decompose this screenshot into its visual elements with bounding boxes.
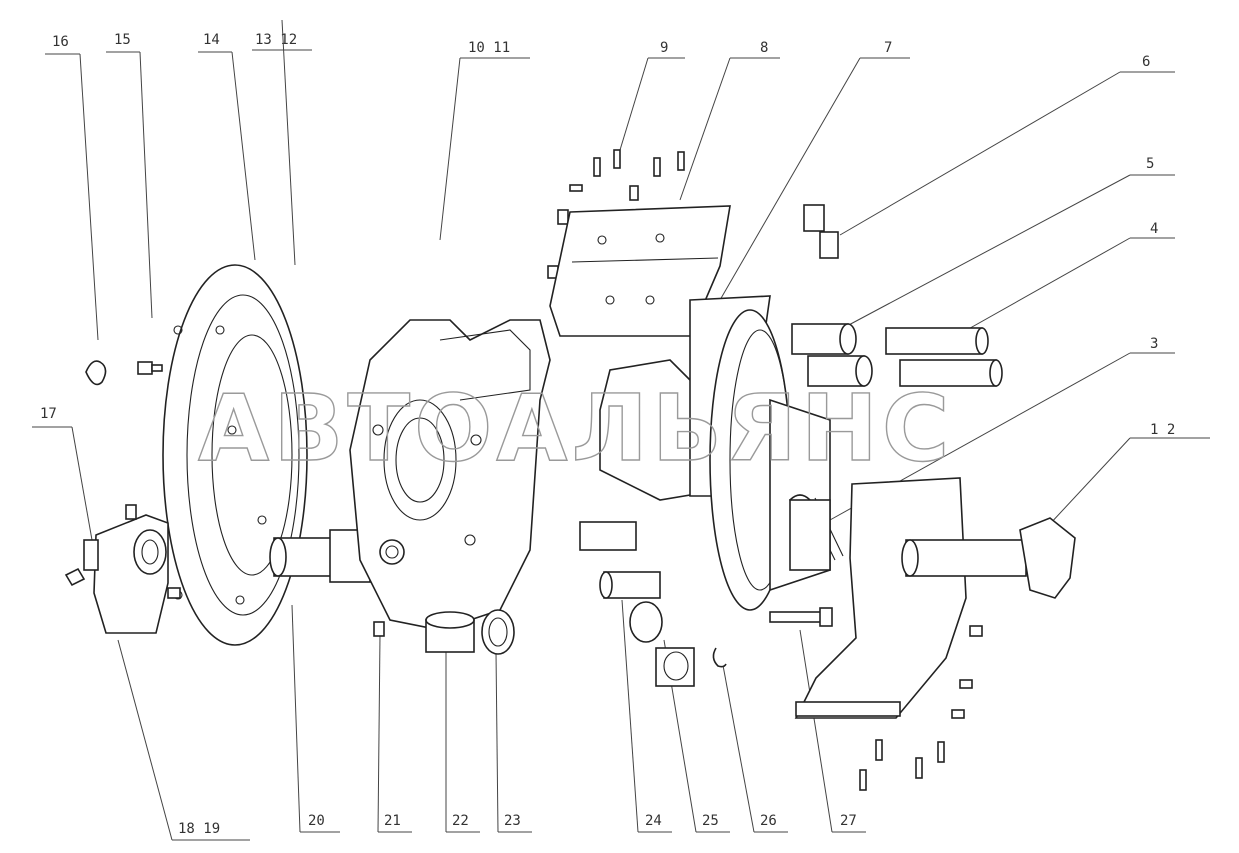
part-6-rollers: [803, 204, 839, 259]
label-8: 8: [760, 40, 768, 56]
part-10-11-brake-spider: [349, 319, 551, 631]
part-27-bolt: [769, 607, 833, 627]
label-17: 17: [40, 406, 57, 422]
label-25: 25: [702, 813, 719, 829]
part-5-anchor-pins: [791, 323, 873, 387]
part-23-seal: [481, 609, 515, 655]
part-22-bushing: [425, 611, 475, 653]
label-7: 7: [884, 40, 892, 56]
part-15-bolt: [137, 361, 163, 375]
label-6: 6: [1142, 54, 1150, 70]
part-17-18-19-slack-adjuster: [64, 504, 181, 634]
label-15: 15: [114, 32, 131, 48]
label-5: 5: [1146, 156, 1154, 172]
part-3-return-spring: [789, 494, 844, 571]
label-16: 16: [52, 34, 69, 50]
label-14: 14: [203, 32, 220, 48]
part-24-pin: [579, 521, 661, 599]
label-3: 3: [1150, 336, 1158, 352]
part-labels: 1 2 3 4 5 6 7 8 9 10 11 13 12 14 15 16 1…: [40, 32, 1175, 837]
label-20: 20: [308, 813, 325, 829]
part-16-clip: [85, 360, 107, 386]
label-21: 21: [384, 813, 401, 829]
label-24: 24: [645, 813, 662, 829]
label-9: 9: [660, 40, 668, 56]
part-21-grease-fitting: [373, 621, 385, 637]
part-lower-rivets: [859, 625, 983, 791]
part-25-roller-bushing: [629, 601, 695, 687]
label-26: 26: [760, 813, 777, 829]
label-1-2: 1 2: [1150, 422, 1175, 438]
label-23: 23: [504, 813, 521, 829]
label-10-11: 10 11: [468, 40, 510, 56]
part-1-2-lower-lining-and-cam: [794, 477, 1076, 719]
label-4: 4: [1150, 221, 1158, 237]
part-4-pins: [885, 327, 1003, 387]
label-13-12: 13 12: [255, 32, 297, 48]
label-22: 22: [452, 813, 469, 829]
label-18-19: 18 19: [178, 821, 220, 837]
part-26-clip: [712, 647, 727, 668]
watermark: АВТОАЛЬЯНС: [198, 375, 953, 482]
label-27: 27: [840, 813, 857, 829]
part-20-camshaft: [269, 529, 371, 583]
